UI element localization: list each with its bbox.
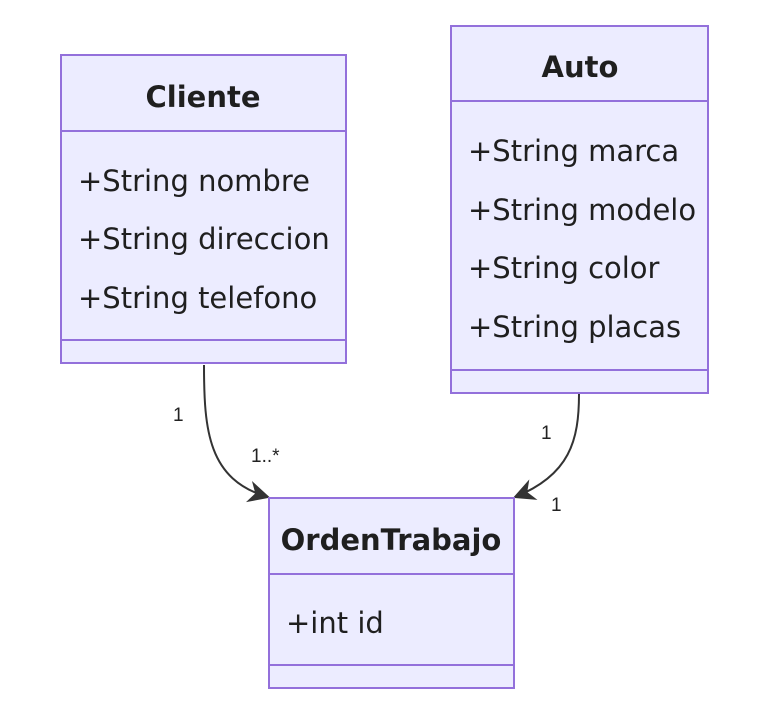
class-box-auto[interactable]: Auto +String marca +String modelo +Strin… <box>450 25 709 394</box>
multiplicity-cliente-end: 1 <box>173 405 184 426</box>
attribute-cliente-nombre: +String nombre <box>78 164 310 198</box>
multiplicity-auto-end: 1 <box>541 423 552 444</box>
relation-auto-orden-edge <box>512 393 580 500</box>
class-box-ordentrabajo[interactable]: OrdenTrabajo +int id <box>268 497 515 689</box>
multiplicity-orden-cliente-end: 1..* <box>251 446 280 467</box>
class-name-ordentrabajo: OrdenTrabajo <box>281 523 502 557</box>
attribute-cliente-telefono: +String telefono <box>78 281 317 315</box>
attribute-auto-modelo: +String modelo <box>468 193 696 227</box>
attribute-auto-marca: +String marca <box>468 134 679 168</box>
attribute-ordentrabajo-id: +int id <box>286 606 384 640</box>
class-name-cliente: Cliente <box>145 80 260 114</box>
attribute-auto-placas: +String placas <box>468 310 681 344</box>
class-name-auto: Auto <box>542 50 619 84</box>
attribute-cliente-direccion: +String direccion <box>78 222 330 256</box>
relation-cliente-orden-edge <box>203 364 271 503</box>
attribute-auto-color: +String color <box>468 251 660 285</box>
class-box-cliente[interactable]: Cliente +String nombre +String direccion… <box>60 54 347 364</box>
multiplicity-orden-auto-end: 1 <box>551 495 562 516</box>
